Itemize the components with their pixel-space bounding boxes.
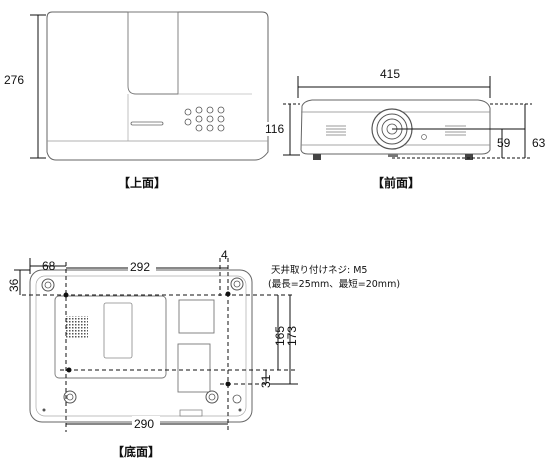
front-lens-offset-label: 59 [497, 136, 511, 150]
front-foot-left [313, 154, 321, 160]
control-buttons [184, 106, 225, 132]
bottom-vert-span-a-label: 165 [273, 326, 287, 346]
front-lens-height-label: 63 [532, 136, 546, 150]
screw-note-line1: 天井取り付けネジ: M5 [271, 264, 367, 276]
bottom-mount-span-label: 292 [130, 260, 150, 274]
screw-note-line2: (最長=25mm、最短=20mm) [268, 278, 400, 290]
bottom-view: 68 292 4 36 165 173 31 290 天井取り付けネジ: M5 … [7, 248, 400, 459]
bottom-small-vert-label: 31 [259, 374, 273, 388]
bottom-feet [41, 277, 244, 412]
bottom-vent [66, 316, 88, 338]
bottom-left-offset-label: 68 [42, 259, 56, 273]
top-depth-label: 276 [4, 73, 24, 87]
bottom-vert-span-b-label: 173 [285, 326, 299, 346]
bottom-top-offset-label: 36 [7, 278, 21, 292]
top-view-caption: 【上面】 [118, 175, 166, 190]
front-view-caption: 【前面】 [372, 175, 420, 190]
front-width-label: 415 [380, 67, 400, 81]
front-height-label: 116 [265, 122, 284, 136]
front-foot-right [465, 154, 473, 160]
top-view: 276 【上面】 [2, 11, 269, 190]
bottom-rear-span-label: 290 [134, 417, 154, 431]
bottom-view-caption: 【底面】 [112, 444, 160, 459]
bottom-small-offset-label: 4 [221, 248, 228, 262]
front-view: 415 116 [262, 67, 546, 190]
